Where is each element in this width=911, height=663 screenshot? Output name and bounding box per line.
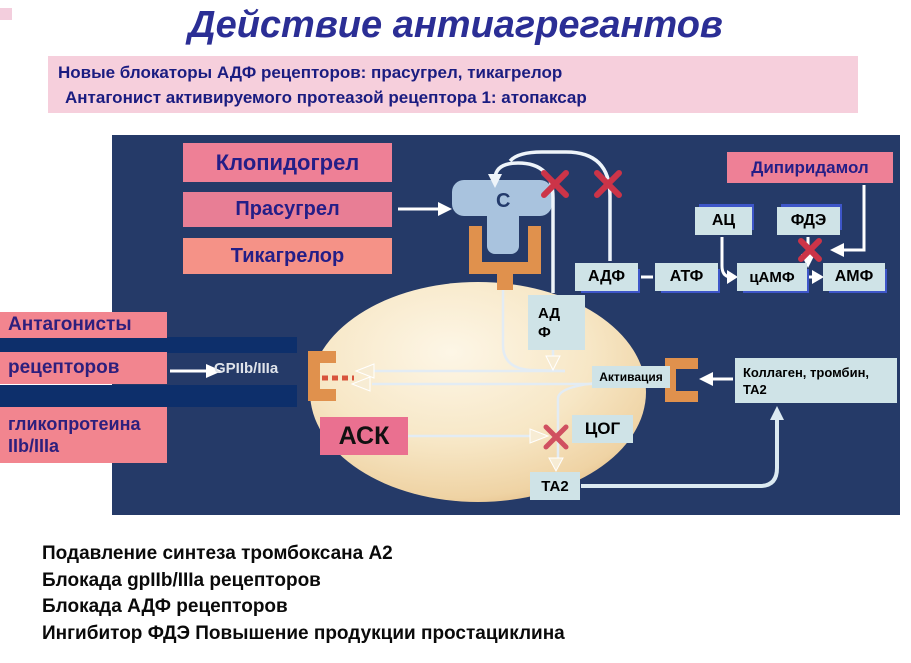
membrane-stripe-top	[0, 337, 297, 353]
platelet-cell	[310, 282, 646, 502]
ta2-feedback-line	[581, 414, 779, 488]
node-ac: АЦ	[695, 207, 752, 235]
banner-note: Новые блокаторы АДФ рецепторов: прасугре…	[48, 56, 858, 113]
label-glycoprotein: гликопротеина IIb/IIIa	[0, 407, 167, 463]
node-cog: ЦОГ	[572, 415, 633, 443]
cog-cross-icon	[543, 424, 569, 450]
label-dipyridamole: Дипиридамол	[727, 152, 893, 183]
label-prasugrel: Прасугрел	[183, 192, 392, 227]
node-camf: цАМФ	[737, 263, 807, 291]
arc-arrowhead	[488, 174, 502, 188]
label-antagonists: Антагонисты	[0, 312, 167, 338]
label-ask: АСК	[320, 417, 408, 455]
banner-line-1: Новые блокаторы АДФ рецепторов: прасугре…	[58, 63, 563, 82]
label-receptors: рецепторов	[0, 352, 167, 384]
adp-receptor-socket-icon	[469, 226, 541, 290]
summary-line-1: Подавление синтеза тромбоксана А2	[42, 543, 393, 564]
node-atf: АТФ	[655, 263, 718, 291]
gpiib-iiia-receptor-icon	[308, 351, 336, 401]
slide-title: Действие антиагрегантов	[188, 4, 723, 46]
label-ticagrelor: Тикагрелор	[183, 238, 392, 274]
summary-line-2: Блокада gpIIb/IIIa рецепторов	[42, 569, 321, 591]
collagen-line-1: Коллаген, тромбин,	[743, 364, 870, 380]
ta2-feedback-arrowhead	[770, 406, 784, 420]
label-clopidogrel: Клопидогрел	[183, 143, 392, 182]
node-amf: АМФ	[823, 263, 885, 291]
node-fde: ФДЭ	[777, 207, 840, 235]
summary-list: Подавление синтеза тромбоксана А2 Блокад…	[42, 541, 892, 647]
c-receptor-label: C	[496, 190, 510, 212]
membrane-stripe-bottom	[0, 385, 297, 407]
collagen-line-2: ТА2	[743, 381, 767, 397]
corner-accent	[0, 8, 12, 20]
banner-line-2: Антагонист активируемого протеазой рецеп…	[65, 88, 587, 107]
glycoprotein-line-1: гликопротеина	[8, 414, 141, 434]
node-activation: Активация	[592, 366, 670, 388]
node-collagen-thrombin-ta2: Коллаген, тромбин, ТА2	[735, 358, 897, 403]
summary-line-3: Блокада АДФ рецепторов	[42, 596, 288, 617]
glycoprotein-line-2: IIb/IIIa	[8, 436, 60, 456]
node-ta2: ТА2	[530, 472, 580, 500]
summary-line-4: Ингибитор ФДЭ Повышение продукции проста…	[42, 622, 565, 644]
adf-inner-line-2: Ф	[538, 323, 551, 341]
node-adf: АДФ	[575, 263, 638, 291]
inhibition-cross-icons	[541, 170, 822, 262]
intracellular-arrowheads	[350, 355, 564, 473]
collagen-receptor-icon	[665, 358, 698, 402]
node-adf-inner: АД Ф	[528, 295, 585, 350]
adf-inner-line-1: АД	[538, 304, 561, 322]
c-receptor-icon: C	[452, 180, 552, 254]
intracellular-lines	[372, 290, 645, 458]
gpiib-iiia-label: GPIIb/IIIa	[214, 360, 279, 377]
